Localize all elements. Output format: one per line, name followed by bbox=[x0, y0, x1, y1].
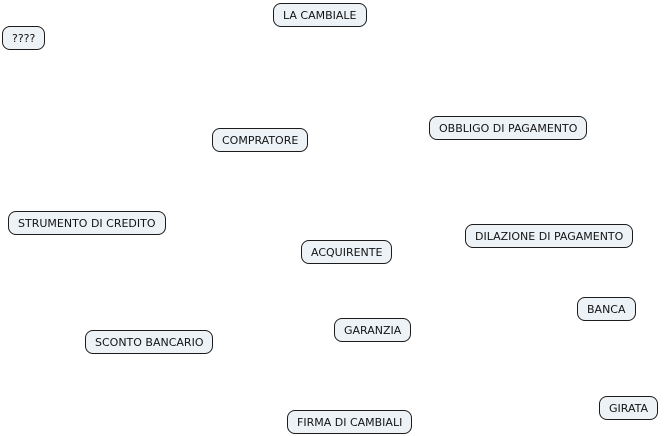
concept-node-banca[interactable]: BANCA bbox=[577, 297, 636, 321]
concept-node-acquirente[interactable]: ACQUIRENTE bbox=[301, 240, 393, 264]
concept-node-unknown-placeholder[interactable]: ???? bbox=[2, 26, 46, 50]
concept-node-compratore[interactable]: COMPRATORE bbox=[212, 128, 309, 152]
concept-node-obbligo-di-pagamento[interactable]: OBBLIGO DI PAGAMENTO bbox=[429, 116, 588, 140]
concept-node-girata[interactable]: GIRATA bbox=[599, 396, 659, 420]
concept-node-firma-di-cambiali[interactable]: FIRMA DI CAMBIALI bbox=[287, 410, 413, 434]
concept-node-la-cambiale[interactable]: LA CAMBIALE bbox=[273, 3, 367, 27]
concept-node-dilazione-di-pagamento[interactable]: DILAZIONE DI PAGAMENTO bbox=[465, 224, 634, 248]
concept-node-garanzia[interactable]: GARANZIA bbox=[334, 318, 412, 342]
concept-node-sconto-bancario[interactable]: SCONTO BANCARIO bbox=[85, 330, 214, 354]
concept-node-strumento-di-credito[interactable]: STRUMENTO DI CREDITO bbox=[8, 211, 166, 235]
